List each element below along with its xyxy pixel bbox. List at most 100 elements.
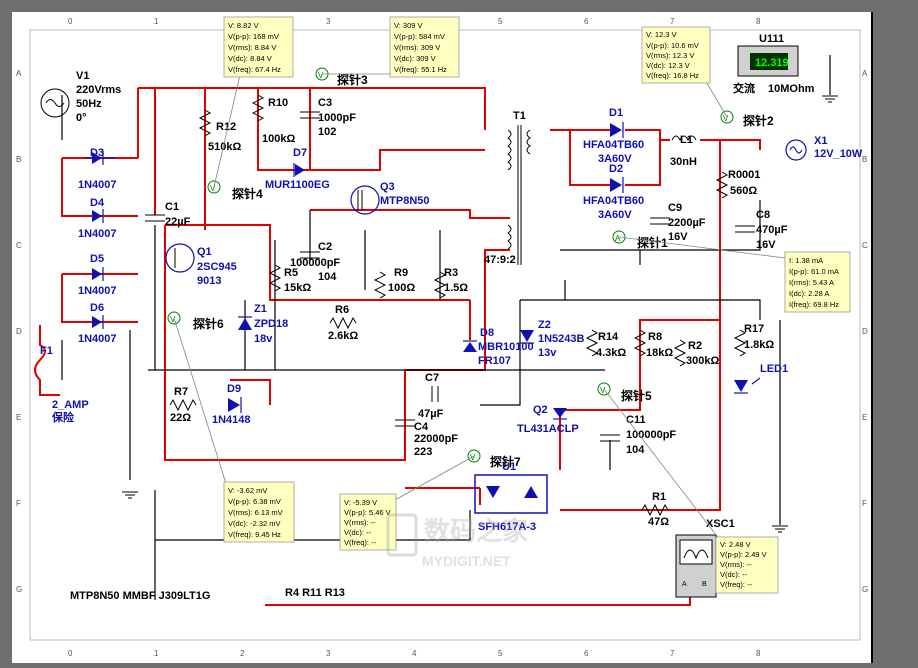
svg-text:C8: C8 <box>756 209 770 221</box>
svg-text:探针1: 探针1 <box>637 235 668 250</box>
regulator-q2[interactable]: Q2 TL431ACLP <box>517 404 579 435</box>
svg-text:50Hz: 50Hz <box>76 98 102 110</box>
note-refs: R4 R11 R13 <box>285 587 345 599</box>
svg-text:C7: C7 <box>425 372 439 384</box>
probe-marker-7[interactable]: V 探针7 <box>467 449 521 469</box>
fuse-f1[interactable]: F1 2_AMP 保险 <box>34 325 89 424</box>
diode-d3[interactable]: D3 1N4007 <box>78 147 117 191</box>
svg-text:12V_10W: 12V_10W <box>814 148 863 160</box>
resistor-r7[interactable]: R7 22Ω <box>169 386 197 424</box>
probe-marker-2[interactable]: V 探针2 <box>720 110 774 128</box>
svg-text:470µF: 470µF <box>756 224 788 236</box>
capacitor-c2[interactable]: C2 100000pF 104 <box>290 241 340 283</box>
diode-d7[interactable]: D7 MUR1100EG <box>265 147 330 191</box>
svg-text:510kΩ: 510kΩ <box>208 141 241 153</box>
capacitor-c3[interactable]: C3 1000pF 102 <box>300 97 356 138</box>
diode-d9[interactable]: D9 1N4148 <box>212 383 251 426</box>
svg-text:1000pF: 1000pF <box>318 112 356 124</box>
svg-text:A: A <box>615 234 621 243</box>
capacitor-c9[interactable]: C9 2200µF 16V <box>650 202 706 243</box>
mosfet-q3[interactable]: Q3 MTP8N50 <box>350 181 430 215</box>
transformer-t1[interactable]: T1 47:9:2 <box>484 110 531 266</box>
svg-text:I(freq): 69.8 Hz: I(freq): 69.8 Hz <box>789 300 839 309</box>
svg-text:V(rms): 309 V: V(rms): 309 V <box>394 43 440 52</box>
resistor-r3[interactable]: R3 1.5Ω <box>433 267 468 299</box>
resistor-r1[interactable]: R1 47Ω <box>641 491 669 528</box>
svg-text:V: V <box>723 114 729 123</box>
svg-text:V(p-p): 584 mV: V(p-p): 584 mV <box>394 32 445 41</box>
ruler-col: 6 <box>584 649 589 658</box>
svg-text:1N4148: 1N4148 <box>212 414 251 426</box>
led-led1[interactable]: LED1 <box>734 363 788 394</box>
probe-leaders <box>173 73 786 541</box>
v1-ac-source[interactable]: V1 220Vrms 50Hz 0° <box>40 70 121 124</box>
ruler-col: 2 <box>240 649 245 658</box>
svg-text:D: D <box>862 327 868 336</box>
svg-text:D1: D1 <box>609 107 623 119</box>
resistor-r14[interactable]: R14 4.3kΩ <box>585 329 626 359</box>
svg-text:9013: 9013 <box>197 275 221 287</box>
svg-text:16V: 16V <box>668 231 688 243</box>
capacitor-c11[interactable]: C11 100000pF 104 <box>600 414 676 456</box>
resistor-r9[interactable]: R9 100Ω <box>373 267 415 299</box>
svg-text:D5: D5 <box>90 253 104 265</box>
svg-text:100kΩ: 100kΩ <box>262 133 295 145</box>
svg-text:R2: R2 <box>688 340 702 352</box>
svg-text:D4: D4 <box>90 197 105 209</box>
svg-text:16V: 16V <box>756 239 776 251</box>
resistor-r2[interactable]: R2 300kΩ <box>673 339 719 367</box>
lamp-x1[interactable]: X1 12V_10W <box>785 135 863 161</box>
ruler-col: 4 <box>412 649 417 658</box>
svg-text:2SC945: 2SC945 <box>197 261 237 273</box>
capacitor-c7[interactable]: C7 47µF <box>418 372 444 420</box>
svg-text:V(dc): 12.3 V: V(dc): 12.3 V <box>646 61 690 70</box>
svg-text:3A60V: 3A60V <box>598 209 632 221</box>
diode-d5[interactable]: D5 1N4007 <box>78 253 117 297</box>
diode-d8[interactable]: D8 MBR10100 FR107 <box>463 327 534 367</box>
probe-marker-3[interactable]: V 探针3 <box>315 67 368 87</box>
svg-text:D: D <box>16 327 22 336</box>
svg-text:MYDIGIT.NET: MYDIGIT.NET <box>422 553 511 569</box>
resistor-r10[interactable]: R10 100kΩ <box>251 94 295 145</box>
resistor-r6[interactable]: R6 2.6kΩ <box>328 304 358 342</box>
svg-text:V: V <box>318 71 324 80</box>
svg-text:A: A <box>862 69 868 78</box>
svg-text:保险: 保险 <box>51 410 75 424</box>
svg-text:V(dc): --: V(dc): -- <box>344 528 372 537</box>
capacitor-c8[interactable]: C8 470µF 16V <box>735 209 788 251</box>
svg-text:100000pF: 100000pF <box>626 429 676 441</box>
inductor-l1[interactable]: L1 30nH <box>670 134 697 168</box>
svg-text:V(p-p): 168 mV: V(p-p): 168 mV <box>228 32 279 41</box>
capacitor-c1[interactable]: C1 22µF <box>145 201 191 228</box>
ruler-col: 5 <box>498 649 503 658</box>
multimeter-u111[interactable]: 12.319 U111 交流 10MOhm <box>733 33 815 95</box>
svg-text:MTP8N50: MTP8N50 <box>380 195 430 207</box>
ruler-col: 8 <box>756 17 761 26</box>
zener-z2[interactable]: Z2 1N5243B 13v <box>520 319 585 359</box>
watermark: 数码之家 MYDIGIT.NET <box>386 513 528 569</box>
diode-d6[interactable]: D6 1N4007 <box>78 302 117 345</box>
svg-text:V(freq): 55.1 Hz: V(freq): 55.1 Hz <box>394 65 447 74</box>
capacitor-c4[interactable]: C4 22000pF 223 <box>395 419 458 458</box>
svg-text:22000pF: 22000pF <box>414 433 458 445</box>
transistor-q1[interactable]: Q1 2SC945 9013 <box>165 243 237 287</box>
resistor-r12[interactable]: R12 510kΩ <box>198 109 241 153</box>
svg-text:C9: C9 <box>668 202 682 214</box>
optocoupler-u1[interactable]: U1 SFH617A-3 <box>474 461 548 533</box>
svg-text:18kΩ: 18kΩ <box>646 347 673 359</box>
svg-text:E: E <box>16 413 21 422</box>
resistor-r17[interactable]: R17 1.8kΩ <box>733 323 774 357</box>
svg-text:F: F <box>16 499 21 508</box>
diode-d2[interactable]: D2 HFA04TB60 3A60V <box>583 163 644 221</box>
zener-z1[interactable]: Z1 ZPD18 18v <box>238 303 288 345</box>
resistor-r5[interactable]: R5 15kΩ <box>268 264 311 294</box>
resistor-r8[interactable]: R8 18kΩ <box>633 329 673 359</box>
svg-text:V: V <box>210 184 216 193</box>
oscilloscope-xsc1[interactable]: XSC1 A B <box>675 518 735 598</box>
ruler-col: 7 <box>670 17 675 26</box>
svg-text:13v: 13v <box>538 347 557 359</box>
diode-d1[interactable]: D1 HFA04TB60 3A60V <box>583 107 644 165</box>
diode-d4[interactable]: D4 1N4007 <box>78 197 117 240</box>
resistor-r0001[interactable]: R0001 560Ω <box>715 169 760 199</box>
